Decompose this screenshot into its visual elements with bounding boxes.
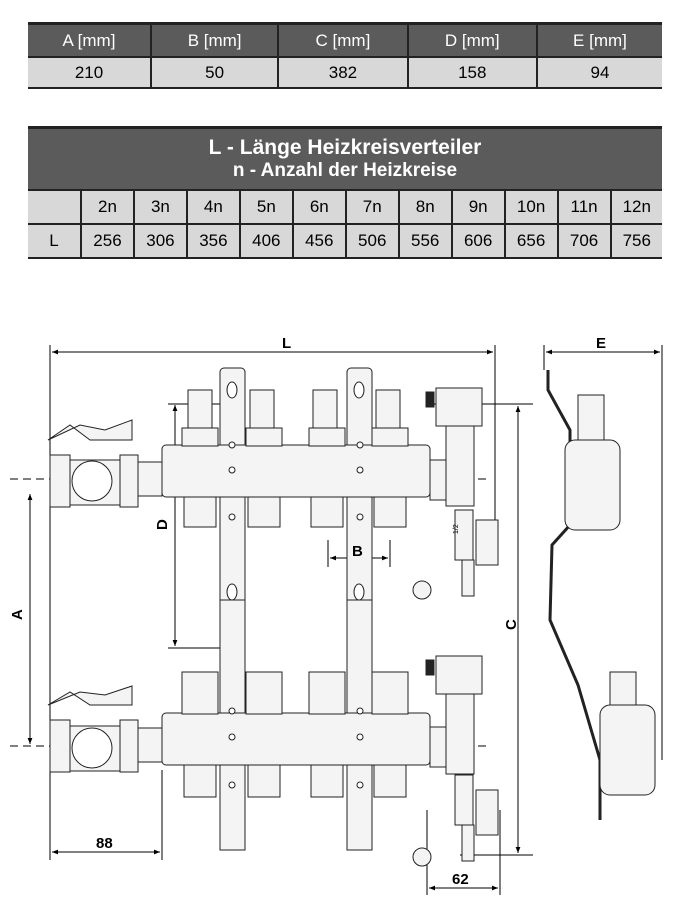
length-12n: 756 <box>610 223 662 259</box>
flow-meters <box>181 389 409 447</box>
header-a: A [mm] <box>28 22 152 57</box>
value-c: 382 <box>278 56 409 89</box>
length-2n: 256 <box>81 223 135 259</box>
length-11n: 706 <box>557 223 612 259</box>
valve-caps <box>181 671 409 715</box>
circuit-count-12n: 12n <box>610 189 662 225</box>
header-b: B [mm] <box>151 22 280 57</box>
ball-valve-top <box>47 419 163 508</box>
return-bar <box>161 712 431 766</box>
length-9n: 606 <box>451 223 506 259</box>
value-a: 210 <box>28 56 152 89</box>
circuit-count-3n: 3n <box>133 189 188 225</box>
length-8n: 556 <box>398 223 453 259</box>
side-view <box>546 370 656 820</box>
supply-bar <box>161 444 431 498</box>
value-e: 94 <box>536 56 662 89</box>
length-3n: 306 <box>133 223 188 259</box>
header-d: D [mm] <box>407 22 538 57</box>
dimension-labels: L E A D B C 88 62 <box>9 335 606 888</box>
label-d: D <box>154 519 171 530</box>
circuit-count-6n: 6n <box>292 189 347 225</box>
circuit-count-10n: 10n <box>504 189 559 225</box>
header-e: E [mm] <box>536 22 662 57</box>
row-label: L <box>28 223 82 259</box>
empty-cell <box>28 189 82 225</box>
label-l: L <box>282 335 291 352</box>
manifold: 1/2 <box>47 367 499 867</box>
label-c: C <box>503 619 520 630</box>
length-table: L - Länge Heizkreisverteiler n - Anzahl … <box>28 126 662 259</box>
circuit-count-2n: 2n <box>81 189 135 225</box>
title-line-1: L - Länge Heizkreisverteiler <box>208 136 482 159</box>
mounting-screws <box>226 381 365 789</box>
label-a: A <box>9 609 26 620</box>
air-vent-drain-top <box>412 387 499 600</box>
length-7n: 506 <box>345 223 400 259</box>
circuit-count-11n: 11n <box>557 189 612 225</box>
title-line-2: n - Anzahl der Heizkreise <box>232 160 458 181</box>
length-10n: 656 <box>504 223 559 259</box>
outlets <box>183 496 407 798</box>
header-c: C [mm] <box>278 22 409 57</box>
length-4n: 356 <box>186 223 241 259</box>
circuit-count-9n: 9n <box>451 189 506 225</box>
length-6n: 456 <box>292 223 347 259</box>
circuit-count-5n: 5n <box>239 189 294 225</box>
ball-valve-bottom <box>47 685 163 773</box>
label-62: 62 <box>452 871 469 888</box>
dimension-lines <box>10 345 663 895</box>
circuit-count-7n: 7n <box>345 189 400 225</box>
dimensions-table: A [mm] B [mm] C [mm] D [mm] E [mm] 210 5… <box>28 22 662 89</box>
label-e: E <box>596 335 606 352</box>
valve-marking: 1/2 <box>453 524 460 534</box>
length-table-title: L - Länge Heizkreisverteiler n - Anzahl … <box>28 126 662 191</box>
label-88: 88 <box>96 835 113 852</box>
value-b: 50 <box>151 56 280 89</box>
label-b: B <box>352 543 363 560</box>
length-5n: 406 <box>239 223 294 259</box>
air-vent-drain-bottom <box>412 655 499 867</box>
circuit-count-4n: 4n <box>186 189 241 225</box>
value-d: 158 <box>407 56 538 89</box>
circuit-count-8n: 8n <box>398 189 453 225</box>
